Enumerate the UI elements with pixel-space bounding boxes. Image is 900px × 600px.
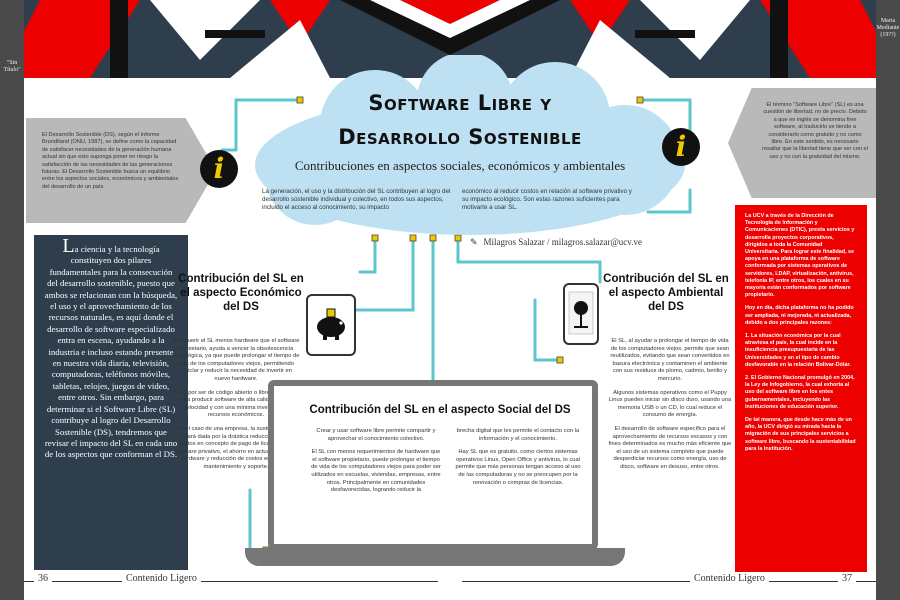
ucv-paragraph: La UCV a través de la Dirección de Tecno…	[745, 213, 855, 299]
economic-paragraph: Al requerir el SL menos hardware que el …	[172, 338, 300, 382]
tablet-piggy-bank-icon	[306, 294, 356, 356]
laptop-screen	[268, 380, 598, 550]
left-margin-strip: "Sin Título"	[0, 0, 24, 600]
title-line-1: Software Libre y	[368, 91, 552, 115]
footer-rule-right	[462, 581, 876, 582]
drop-cap: L	[62, 235, 75, 257]
social-paragraph: El SL con menos requerimientos de hardwa…	[311, 449, 441, 494]
environmental-paragraph: Algunos sistemas operativos como el Pupp…	[608, 389, 732, 419]
ucv-box: La UCV a través de la Dirección de Tecno…	[735, 205, 867, 572]
economic-paragraph: En el caso de una empresa, la sustentabi…	[174, 425, 298, 470]
title-cloud	[255, 55, 685, 235]
ucv-paragraph: De tal manera, que desde hace más de un …	[745, 417, 856, 452]
footer-label-right: Contenido Ligero	[690, 573, 769, 584]
social-paragraph: Hay SL que es gratuito, como ciertos sis…	[455, 449, 581, 486]
laptop-base	[245, 548, 625, 566]
intro-box-text: a ciencia y la tecnología constituyen do…	[44, 244, 178, 460]
pen-icon: ✎	[470, 237, 478, 247]
ucv-paragraph: 1. La situación económica por la cual at…	[745, 333, 851, 368]
footer-label-left: Contenido Ligero	[122, 573, 201, 584]
page-number-left: 36	[34, 573, 52, 584]
environmental-paragraph: El SL, al ayudar a prolongar el tiempo d…	[610, 338, 730, 382]
right-margin-strip: Maria Mediante (19??)	[876, 0, 900, 600]
ucv-paragraph: 2. El Gobierno Nacional promulgó en 2004…	[745, 375, 855, 410]
info-box-free-software: El término "Software Libre" (SL) es una …	[728, 88, 876, 198]
environmental-body: El SL, al ayudar a prolongar el tiempo d…	[608, 338, 732, 478]
footer-rule-left	[24, 581, 438, 582]
page-number-right: 37	[838, 573, 856, 584]
environmental-heading: Contribución del SL en el aspecto Ambien…	[603, 273, 729, 313]
social-body-right: brecha digital que les permite el contac…	[452, 428, 584, 493]
intro-text-left: La generación, el uso y la distribución …	[262, 188, 451, 211]
page-title: Software Libre y Desarrollo Sostenible	[330, 86, 590, 154]
info-right-text: El término "Software Libre" (SL) es una …	[762, 102, 868, 160]
info-icon: i	[200, 150, 238, 188]
social-paragraph: brecha digital que les permite el contac…	[456, 428, 580, 442]
intro-text-right: económico al reducir costos en relación …	[462, 188, 632, 211]
header-artwork	[0, 0, 900, 78]
environmental-paragraph: El desarrollo de software específico par…	[608, 425, 732, 470]
economic-heading: Contribución del SL en el aspecto Económ…	[178, 273, 304, 313]
intro-box: La ciencia y la tecnología constituyen d…	[34, 235, 188, 570]
left-strip-label: "Sin Título"	[3, 60, 21, 73]
info-left-text: El Desarrollo Sostenible (DS), según el …	[42, 132, 179, 190]
author-byline: ✎ Milagros Salazar / milagros.salazar@ucv…	[470, 237, 642, 248]
social-heading: Contribución del SL en el aspecto Social…	[309, 404, 571, 416]
social-paragraph: Crear y usar software libre permite comp…	[316, 428, 436, 442]
phone-tree-icon	[563, 283, 599, 345]
page-subtitle: Contribuciones en aspectos sociales, eco…	[294, 158, 626, 173]
title-line-2: Desarrollo Sostenible	[338, 125, 582, 149]
info-box-sustainable-development: El Desarrollo Sostenible (DS), según el …	[26, 118, 216, 223]
economic-paragraph: El SL por ser de código abierto o libre …	[172, 389, 300, 419]
ucv-paragraph: Hoy en día, dicha plataforma no ha podid…	[745, 305, 854, 326]
social-body-left: Crear y usar software libre permite comp…	[310, 428, 442, 501]
author-name: Milagros Salazar / milagros.salazar@ucv.…	[483, 237, 642, 247]
info-icon: i	[662, 128, 700, 166]
right-strip-label: Maria Mediante (19??)	[876, 18, 900, 38]
economic-body: Al requerir el SL menos hardware que el …	[172, 338, 300, 478]
